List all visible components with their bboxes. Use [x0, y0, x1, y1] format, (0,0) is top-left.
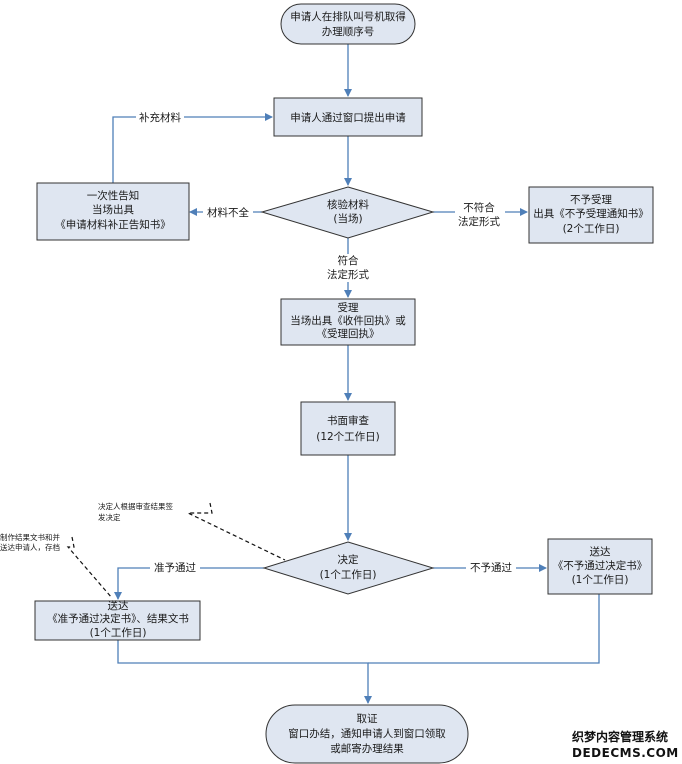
decision-node-line-1: 决定	[338, 553, 359, 566]
decision-note-line-1: 决定人根据审查结果签	[98, 501, 173, 511]
end-node-line-2: 窗口办结，通知申请人到窗口领取	[288, 727, 446, 740]
label-nonconform-2: 法定形式	[458, 215, 500, 228]
review-node-line-2: (12个工作日)	[316, 431, 380, 443]
verify-node-line-2: (当场)	[333, 212, 362, 225]
start-node-line-1: 申请人在排队叫号机取得	[290, 10, 406, 23]
review-node-line-1: 书面审查	[327, 414, 369, 427]
approve-deliver-node-line-2: 《准予通过决定书》、结果文书	[47, 612, 189, 625]
decision-note-line-2: 发决定	[98, 512, 121, 522]
notify-node-line-1: 一次性告知	[87, 189, 140, 202]
start-node	[280, 3, 416, 45]
edge-deny-end	[368, 594, 600, 664]
note-connectors	[66, 502, 286, 599]
notify-node-line-3: 《申请材料补正告知书》	[55, 218, 171, 231]
edge-decision-approve	[114, 567, 264, 600]
approve-deliver-node	[34, 600, 201, 641]
notes: 决定人根据审查结果签 发决定 制作结果文书和并 送达申请人，存档	[0, 501, 173, 552]
result-note-connector	[66, 536, 113, 599]
decision-node-line-2: (1个工作日)	[320, 569, 377, 581]
edge-notify-submit	[112, 113, 273, 183]
end-node	[265, 704, 469, 764]
result-note-line-2: 送达申请人，存档	[0, 542, 60, 552]
label-incomplete: 材料不全	[207, 206, 249, 219]
decision-note-connector	[187, 502, 286, 561]
watermark-line-1: 织梦内容管理系统	[572, 729, 668, 744]
verify-node	[260, 186, 435, 239]
accept-node-line-1: 受理	[338, 302, 359, 314]
deny-deliver-node	[547, 538, 653, 595]
label-conform-1: 符合	[338, 254, 359, 267]
end-node-line-1: 取证	[357, 713, 378, 725]
accept-node-line-2: 当场出具《收件回执》或	[290, 314, 406, 327]
decision-node	[262, 541, 435, 595]
accept-node	[280, 298, 416, 346]
result-note-line-1: 制作结果文书和并	[0, 532, 60, 542]
edge-approve-end	[117, 640, 372, 704]
reject-node-line-1: 不予受理	[570, 194, 612, 206]
label-approve: 准予通过	[154, 561, 196, 574]
end-node-line-3: 或邮寄办理结果	[330, 742, 404, 755]
watermark: 织梦内容管理系统 DEDECMS.COM	[572, 729, 679, 760]
notify-node-line-2: 当场出具	[92, 203, 134, 216]
reject-node-line-3: (2个工作日)	[563, 223, 620, 235]
approve-deliver-node-line-1: 送达	[108, 599, 129, 612]
submit-node-line-1: 申请人通过窗口提出申请	[290, 111, 406, 124]
reject-node-line-2: 出具《不予受理通知书》	[533, 207, 649, 220]
approve-deliver-node-line-3: (1个工作日)	[90, 627, 147, 639]
start-node-line-2: 办理顺序号	[322, 25, 375, 38]
label-deny: 不予通过	[470, 561, 512, 574]
watermark-line-2: DEDECMS.COM	[572, 746, 679, 760]
review-node	[300, 401, 396, 456]
reject-node	[528, 186, 654, 244]
notify-node	[36, 182, 190, 241]
accept-node-line-3: 《受理回执》	[317, 327, 380, 340]
label-supplement: 补充材料	[139, 111, 181, 124]
deny-deliver-node-line-3: (1个工作日)	[572, 574, 629, 586]
deny-deliver-node-line-1: 送达	[590, 545, 611, 558]
deny-deliver-node-line-2: 《不予通过决定书》	[553, 559, 648, 572]
label-conform-2: 法定形式	[327, 268, 369, 281]
label-nonconform-1: 不符合	[463, 201, 495, 214]
nodes: 申请人在排队叫号机取得 办理顺序号 申请人通过窗口提出申请 核验材料 (当场) …	[34, 3, 654, 764]
submit-node	[273, 97, 423, 137]
verify-node-line-1: 核验材料	[327, 198, 369, 211]
